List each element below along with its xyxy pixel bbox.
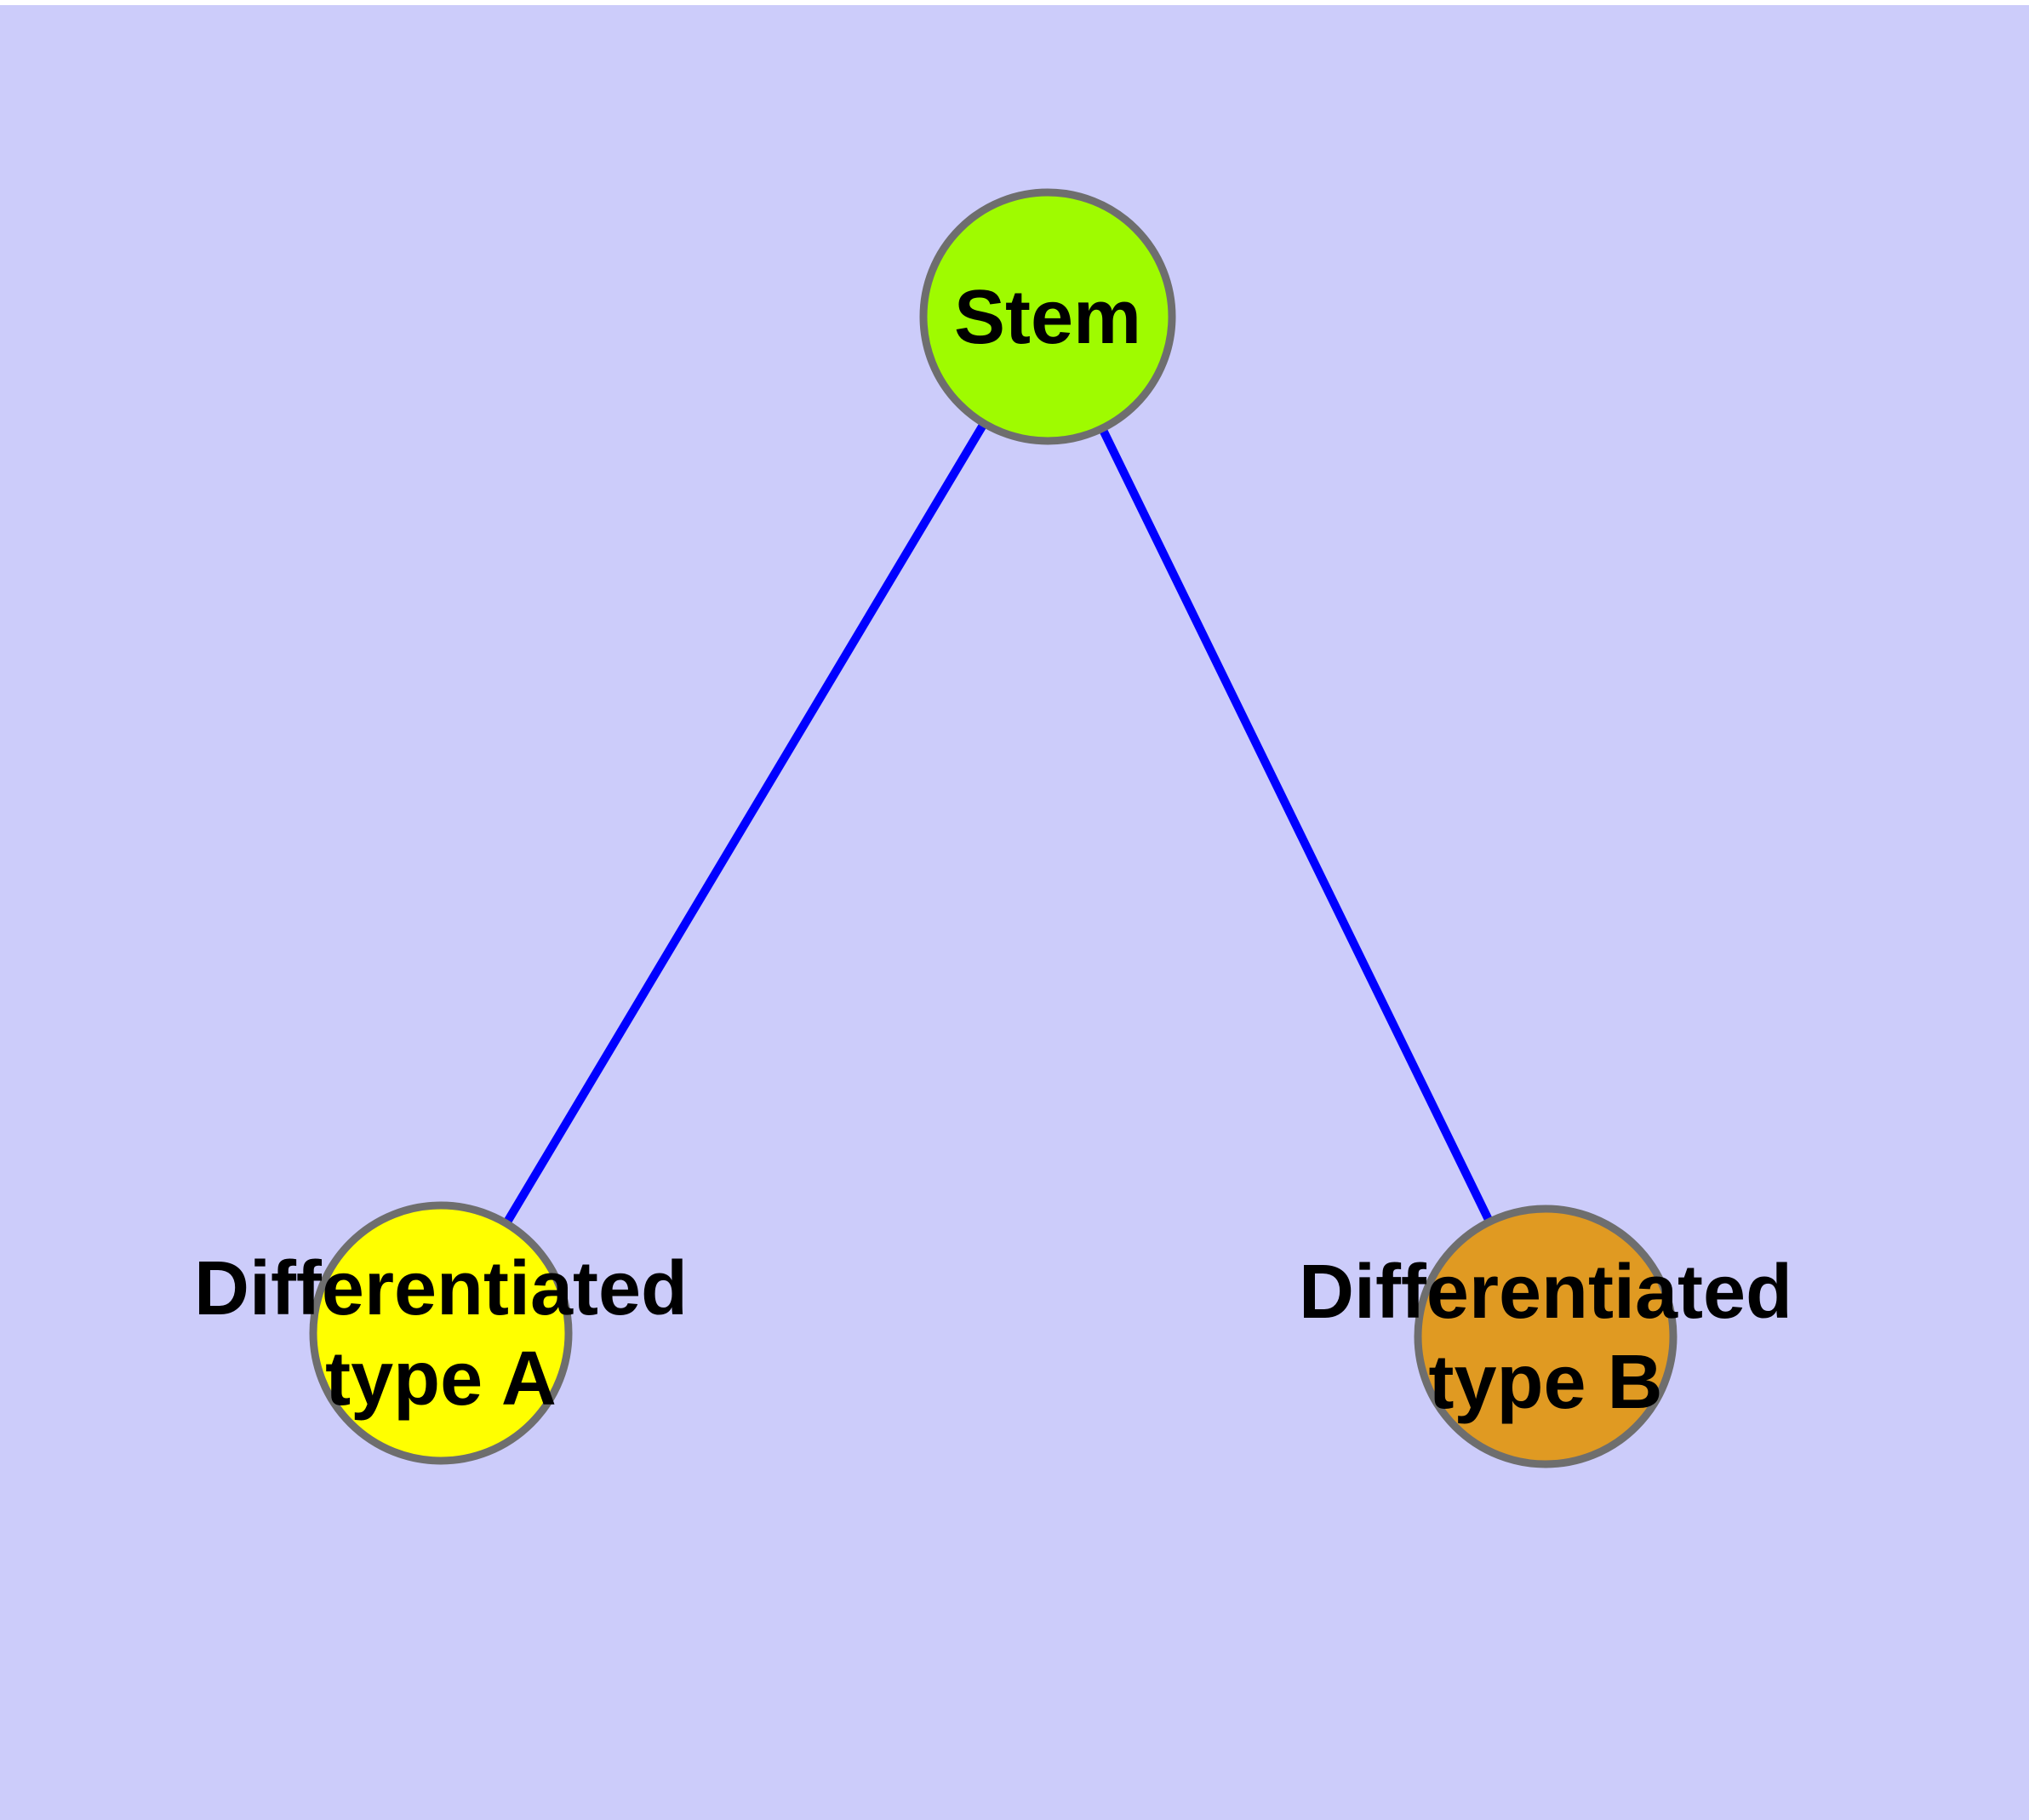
node-label-stem: Stem xyxy=(954,275,1141,360)
node-circle-stem[interactable] xyxy=(919,188,1176,445)
node-label-line: Differentiated xyxy=(1299,1250,1792,1335)
node-differentiated-type-a[interactable] xyxy=(309,1201,573,1465)
edge-stem-to-differentiated-type-b[interactable] xyxy=(1098,426,1494,1223)
node-label-line: Stem xyxy=(954,275,1141,360)
edge-stem-to-differentiated-type-a[interactable] xyxy=(502,421,988,1226)
node-label-line: type B xyxy=(1428,1340,1662,1425)
node-differentiated-type-b[interactable] xyxy=(1414,1205,1677,1468)
node-label-line: type A xyxy=(325,1336,557,1422)
node-label-line: Differentiated xyxy=(194,1246,688,1331)
node-circle-differentiated-type-a[interactable] xyxy=(309,1201,573,1465)
edge-group xyxy=(502,421,1494,1226)
node-stem[interactable] xyxy=(919,188,1176,445)
node-circle-differentiated-type-b[interactable] xyxy=(1414,1205,1677,1468)
